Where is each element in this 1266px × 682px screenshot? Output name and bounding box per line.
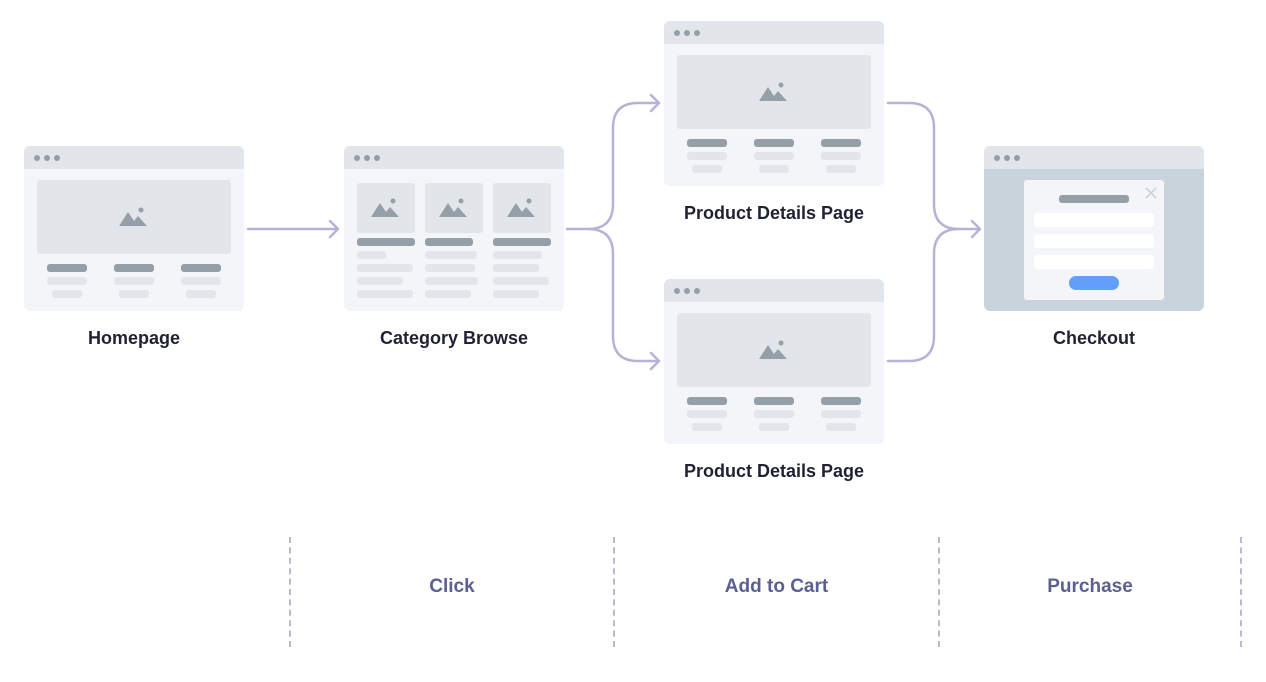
text-placeholder-line	[826, 423, 856, 431]
homepage-wireframe	[24, 146, 244, 311]
text-placeholder-line	[493, 277, 549, 285]
window-dots-icon	[34, 155, 60, 161]
text-placeholder-line	[687, 152, 727, 160]
browser-bar	[664, 21, 884, 44]
hero-image	[677, 313, 871, 387]
text-placeholder-line	[357, 290, 413, 298]
text-placeholder-heading	[687, 397, 727, 405]
text-placeholder-line	[754, 410, 794, 418]
text-placeholder-line	[181, 277, 221, 285]
text-placeholder-heading	[754, 139, 794, 147]
image-placeholder-icon	[507, 198, 535, 217]
image-placeholder-icon	[119, 207, 147, 226]
text-placeholder-heading	[47, 264, 87, 272]
checkout-modal	[1024, 180, 1164, 300]
stage-label-add-to-cart: Add to Cart	[724, 576, 829, 597]
text-placeholder-heading	[687, 139, 727, 147]
text-placeholder-heading	[493, 238, 551, 246]
product-thumb	[357, 183, 415, 233]
form-field	[1034, 234, 1154, 248]
window-dots-icon	[994, 155, 1020, 161]
text-placeholder-line	[425, 264, 475, 272]
text-placeholder-heading	[357, 238, 415, 246]
text-placeholder-heading	[425, 238, 473, 246]
merge-from-product-bottom	[886, 227, 961, 363]
text-placeholder-line	[692, 165, 722, 173]
image-placeholder-icon	[439, 198, 467, 217]
merge-from-product-top	[886, 101, 982, 239]
branch-to-product-bottom	[586, 227, 661, 371]
stage-divider	[289, 537, 291, 647]
text-placeholder-line	[493, 251, 542, 259]
text-placeholder-line	[692, 423, 722, 431]
browser-bar	[664, 279, 884, 302]
product-details-caption-bottom: Product Details Page	[683, 461, 865, 481]
arrow-homepage-to-category	[246, 219, 340, 239]
product-thumb	[425, 183, 483, 233]
window-dots-icon	[674, 30, 700, 36]
product-details-caption-top: Product Details Page	[683, 203, 865, 223]
product-thumb	[493, 183, 551, 233]
modal-title	[1059, 195, 1129, 203]
product-details-wireframe-bottom	[664, 279, 884, 444]
stage-divider	[938, 537, 940, 647]
text-placeholder-line	[425, 277, 478, 285]
homepage-caption: Homepage	[87, 328, 181, 348]
submit-button	[1069, 276, 1119, 290]
checkout-wireframe	[984, 146, 1204, 311]
text-placeholder-line	[119, 290, 149, 298]
text-placeholder-line	[357, 264, 413, 272]
form-field	[1034, 213, 1154, 227]
branch-to-product-top	[565, 93, 661, 231]
text-placeholder-line	[687, 410, 727, 418]
hero-image	[37, 180, 231, 254]
category-browse-wireframe	[344, 146, 564, 311]
window-dots-icon	[674, 288, 700, 294]
text-placeholder-heading	[821, 139, 861, 147]
text-placeholder-line	[493, 264, 539, 272]
form-field	[1034, 255, 1154, 269]
stage-label-purchase: Purchase	[1047, 576, 1133, 597]
text-placeholder-line	[114, 277, 154, 285]
text-placeholder-line	[425, 290, 471, 298]
browser-bar	[24, 146, 244, 169]
image-placeholder-icon	[371, 198, 399, 217]
text-placeholder-heading	[821, 397, 861, 405]
text-placeholder-line	[357, 277, 403, 285]
text-placeholder-line	[425, 251, 477, 259]
image-placeholder-icon	[759, 340, 787, 359]
stage-divider	[1240, 537, 1242, 647]
text-placeholder-line	[826, 165, 856, 173]
text-placeholder-line	[52, 290, 82, 298]
product-details-wireframe-top	[664, 21, 884, 186]
browser-bar	[344, 146, 564, 169]
category-browse-caption: Category Browse	[379, 328, 529, 348]
close-icon	[1145, 187, 1157, 199]
text-placeholder-line	[821, 152, 861, 160]
text-placeholder-line	[759, 423, 789, 431]
text-placeholder-heading	[754, 397, 794, 405]
stage-divider	[613, 537, 615, 647]
text-placeholder-line	[821, 410, 861, 418]
text-placeholder-line	[493, 290, 539, 298]
text-placeholder-line	[186, 290, 216, 298]
text-placeholder-line	[754, 152, 794, 160]
text-placeholder-line	[47, 277, 87, 285]
text-placeholder-line	[357, 251, 386, 259]
window-dots-icon	[354, 155, 380, 161]
text-placeholder-line	[759, 165, 789, 173]
checkout-caption: Checkout	[1052, 328, 1135, 348]
hero-image	[677, 55, 871, 129]
text-placeholder-heading	[181, 264, 221, 272]
image-placeholder-icon	[759, 82, 787, 101]
browser-bar	[984, 146, 1204, 169]
stage-label-click: Click	[429, 576, 475, 597]
text-placeholder-heading	[114, 264, 154, 272]
